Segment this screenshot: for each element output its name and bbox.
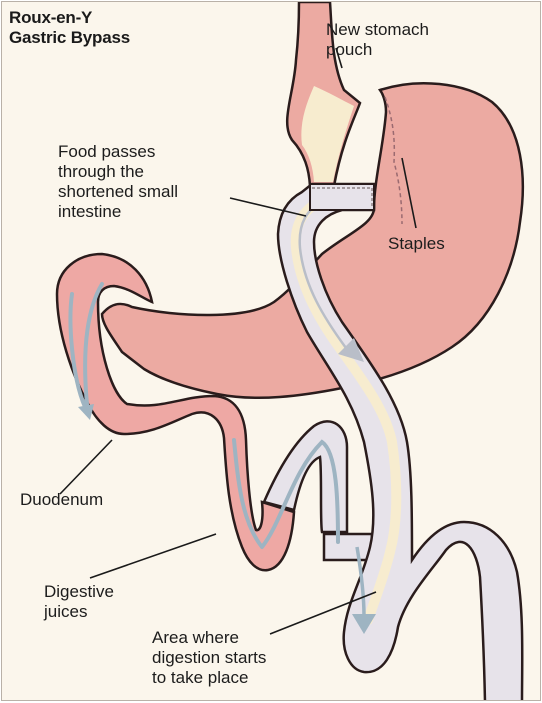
label-line: New stomach — [326, 20, 429, 40]
label-line: shortened small — [58, 182, 178, 202]
leader-duodenum — [60, 440, 112, 494]
label-line: digestion starts — [152, 648, 266, 668]
duodenum-closed-end — [324, 534, 372, 560]
diagram-title: Roux-en-Y Gastric Bypass — [9, 8, 130, 48]
label-line: juices — [44, 602, 114, 622]
label-digestion-area: Area where digestion starts to take plac… — [152, 628, 266, 688]
leader-juices — [90, 534, 216, 578]
label-line: to take place — [152, 668, 266, 688]
juice-arrowhead — [78, 404, 94, 420]
label-line: through the — [58, 162, 178, 182]
title-line-2: Gastric Bypass — [9, 28, 130, 48]
label-staples: Staples — [388, 234, 445, 254]
label-food-passes: Food passes through the shortened small … — [58, 142, 178, 222]
label-new-stomach-pouch: New stomach pouch — [326, 20, 429, 60]
label-line: Area where — [152, 628, 266, 648]
label-duodenum: Duodenum — [20, 490, 103, 510]
label-digestive-juices: Digestive juices — [44, 582, 114, 622]
title-line-1: Roux-en-Y — [9, 8, 130, 28]
label-line: Food passes — [58, 142, 178, 162]
label-line: intestine — [58, 202, 178, 222]
label-line: pouch — [326, 40, 429, 60]
label-line: Digestive — [44, 582, 114, 602]
